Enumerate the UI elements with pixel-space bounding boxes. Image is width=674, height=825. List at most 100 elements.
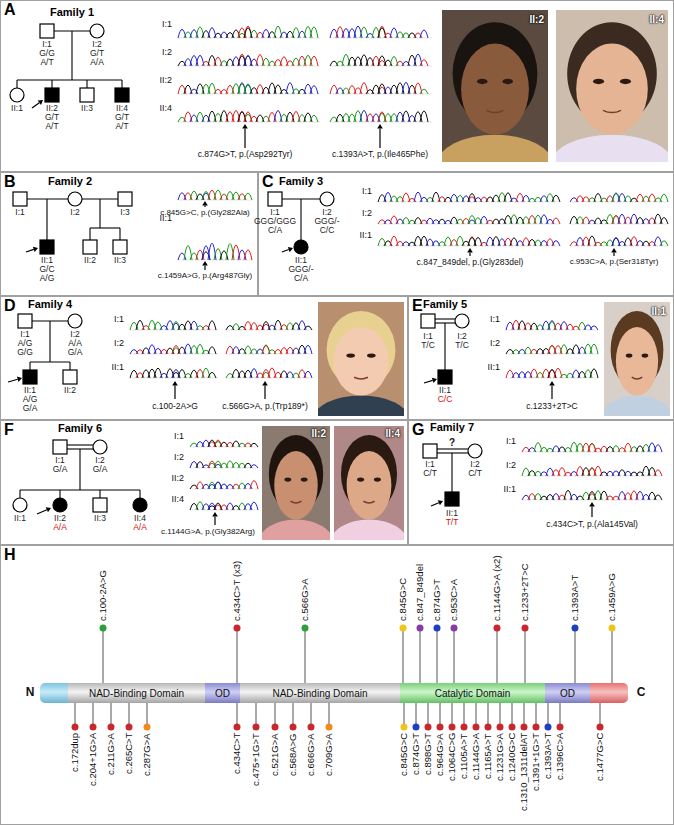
variant-callout: c.211G>A: [106, 733, 116, 775]
proband-arrow: [282, 250, 289, 252]
lollipop-dot: [609, 625, 616, 632]
pedigree-label: GGG/-: [288, 265, 313, 274]
lollipop-dot: [557, 724, 564, 731]
photo-eye: [284, 478, 291, 482]
lollipop-stem: [75, 703, 76, 727]
variant-arrow: [469, 253, 470, 257]
variant-callout: c.434C>T (x3): [232, 561, 242, 621]
lollipop-dot: [108, 724, 115, 731]
panel-letter: E: [412, 297, 423, 315]
variant-arrow-head: [212, 512, 218, 517]
panel-letter: G: [412, 421, 424, 439]
photo-mouth: [354, 377, 368, 379]
pedigree-label: A/T: [40, 58, 53, 67]
lollipop-dot: [494, 625, 501, 632]
pedigree-line: [435, 318, 455, 319]
lollipop-dot: [521, 724, 528, 731]
lollipop-stem: [600, 703, 601, 727]
trace-baseline: [178, 94, 320, 95]
sample-label: I:2: [490, 339, 500, 349]
panel-letter: D: [4, 297, 16, 315]
unaffected-female: [13, 498, 27, 512]
pedigree-line: [139, 490, 140, 498]
photo-eye: [626, 354, 633, 358]
lollipop-stem: [416, 703, 417, 727]
lollipop-dot: [234, 724, 241, 731]
sample-label: I:1: [174, 432, 184, 442]
trace-peak: [250, 502, 258, 510]
patient-photo: [334, 426, 404, 540]
trace-baseline: [190, 489, 258, 490]
panel-letter: C: [262, 173, 274, 191]
protein-domain: NAD-Binding Domain: [68, 683, 205, 703]
unaffected-female: [468, 444, 482, 458]
pedigree-line: [67, 444, 93, 445]
pedigree-label: I:1: [423, 332, 432, 341]
affected-male: [445, 492, 459, 506]
proband-arrow-head: [432, 378, 437, 383]
lollipop-stem: [612, 628, 613, 683]
trace-baseline: [378, 224, 560, 225]
variant-label: c.953C>A, p.(Ser318Tyr): [570, 258, 659, 267]
figure-panel: DFamily 4: [0, 296, 408, 420]
pedigree-label: II:4: [134, 514, 146, 523]
pedigree-line: [86, 80, 87, 88]
photo-face: [333, 327, 388, 395]
unaffected-female: [320, 192, 334, 206]
lollipop-stem: [497, 628, 498, 683]
lollipop-stem: [488, 703, 489, 727]
trace-baseline: [522, 476, 662, 477]
photo-mouth: [603, 110, 621, 112]
affected-male: [45, 88, 59, 102]
sample-label: II:4: [171, 495, 184, 505]
lollipop-stem: [440, 703, 441, 727]
variant-arrow-head: [172, 381, 178, 386]
lollipop-stem: [275, 703, 276, 727]
terminus-label: N: [26, 686, 35, 699]
variant-callout: c.434C>T: [232, 733, 242, 774]
sample-label: I:1: [114, 315, 124, 325]
trace-baseline: [330, 122, 432, 123]
pedigree-line: [99, 490, 100, 498]
pedigree-label: I:1: [270, 208, 279, 217]
photo-eye: [593, 79, 604, 84]
pedigree-label: II:3: [114, 256, 126, 265]
pedigree-label: II:1: [446, 509, 458, 518]
family-title: Family 3: [279, 175, 323, 187]
lollipop-stem: [311, 703, 312, 727]
trace-peak: [420, 30, 428, 38]
trace-peak: [250, 443, 258, 447]
pedigree-label: C/T: [423, 469, 437, 478]
pedigree-label: I:2: [95, 456, 104, 465]
pedigree-line: [16, 80, 17, 88]
affected-female: [133, 498, 147, 512]
variant-arrow: [613, 253, 614, 257]
pedigree-line: [17, 79, 122, 80]
unaffected-male: [80, 88, 94, 102]
variant-label: c.874G>T, p.(Asp292Tyr): [198, 150, 293, 159]
proband-arrow: [26, 249, 34, 252]
trace-peak: [420, 111, 428, 122]
photo-eye: [301, 478, 308, 482]
variant-callout: c.1165A>T: [483, 733, 493, 779]
lollipop-stem: [293, 703, 294, 727]
trace-peak: [660, 217, 668, 224]
proband-arrow: [37, 510, 47, 514]
lollipop-stem: [129, 703, 130, 727]
photo-face: [347, 451, 392, 519]
panel-letter: B: [4, 173, 16, 191]
sample-label: I:2: [174, 453, 184, 463]
pedigree-label: C/A: [294, 274, 308, 283]
proband-arrow-head: [17, 377, 22, 382]
trace-peak: [654, 470, 662, 476]
proband-arrow: [424, 380, 433, 383]
pedigree-label: A/A: [90, 58, 104, 67]
photo-label: II:2: [312, 428, 326, 439]
photo-mouth: [291, 501, 302, 503]
photo-face: [576, 43, 648, 134]
trace-baseline: [570, 202, 668, 203]
pedigree-label: II:1: [11, 104, 23, 113]
pedigree-line: [59, 490, 60, 498]
photo-mouth: [363, 501, 374, 503]
trace-baseline: [226, 354, 312, 355]
